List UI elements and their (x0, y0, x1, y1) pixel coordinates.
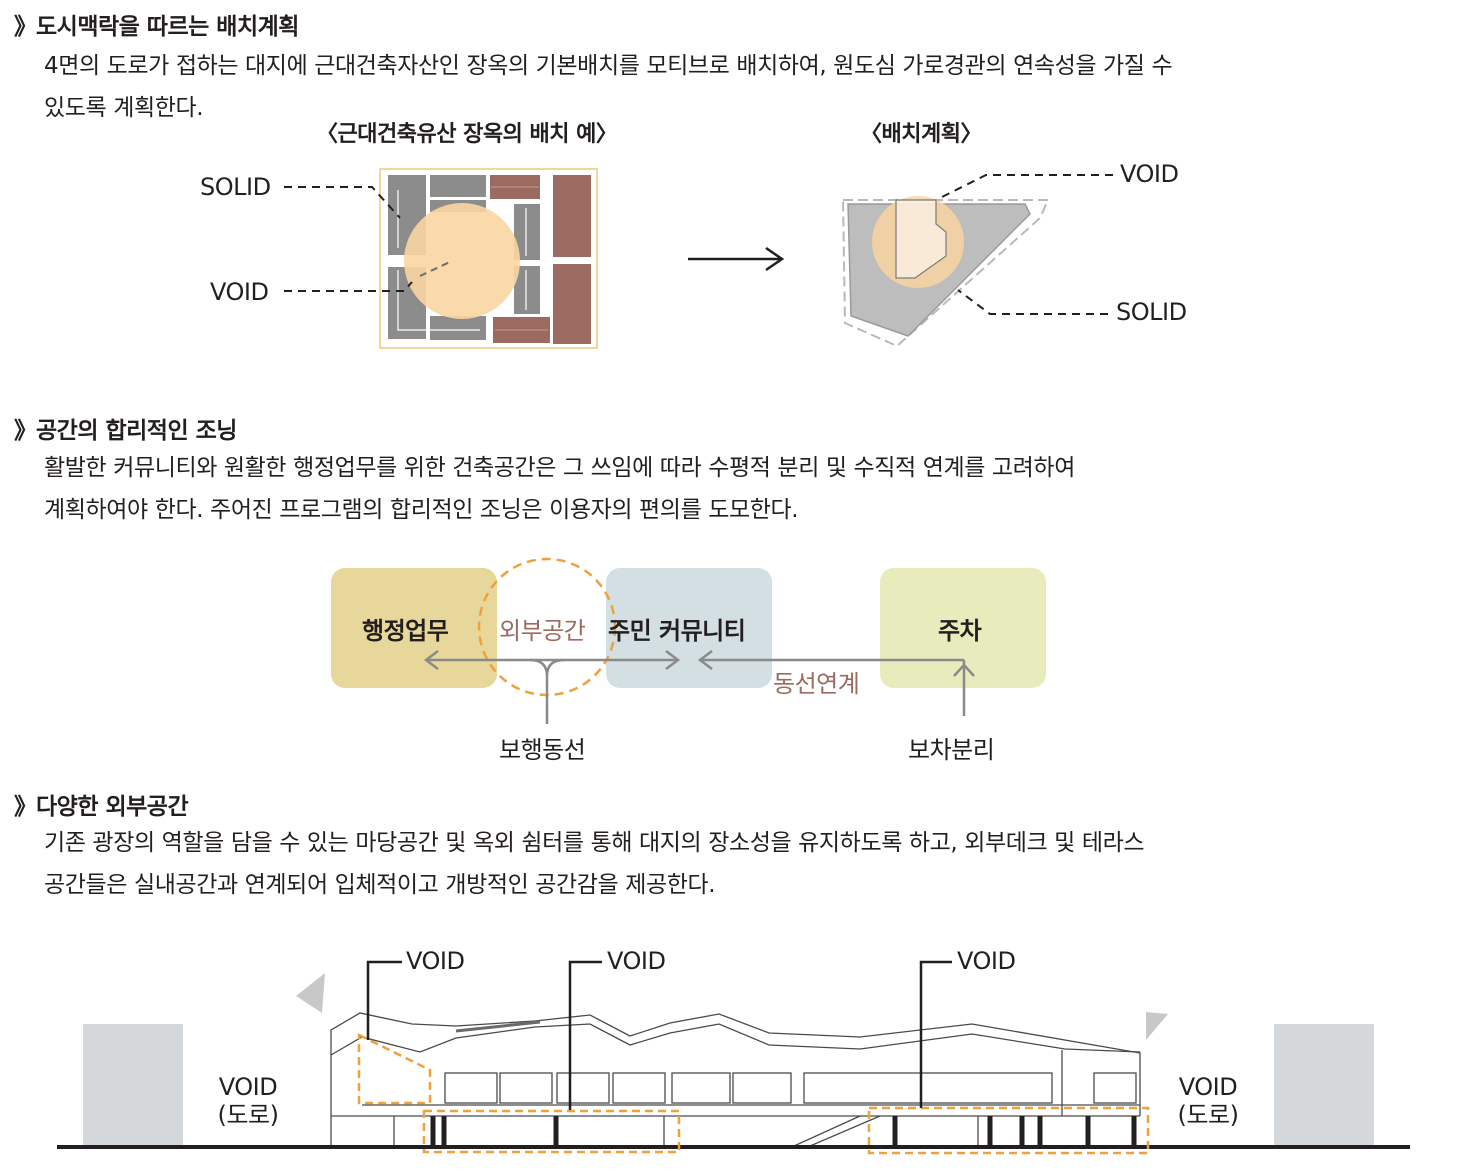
label-solid-right: SOLID (1116, 298, 1187, 326)
section2-title: 》공간의 합리적인 조닝 (14, 411, 237, 445)
section3-title-text: 다양한 외부공간 (36, 794, 189, 820)
road-void-left-line1: VOID (218, 1073, 278, 1101)
section-marker-icon: 》 (14, 14, 37, 40)
solid-leader-line (284, 186, 401, 219)
void-label-1: VOID (406, 947, 465, 975)
section1-body-line1: 4면의 도로가 접하는 대지에 근대건축자산인 장옥의 기본배치를 모티브로 배… (44, 53, 1173, 79)
label-void-right: VOID (1120, 160, 1179, 188)
road-void-right: VOID (도로) (1170, 1073, 1246, 1129)
jangok-brown-block (553, 175, 591, 257)
label-solid-left: SOLID (200, 173, 271, 201)
neighbor-building-left (83, 1024, 183, 1146)
site-boundary-dashed (841, 199, 1050, 348)
caption-site-plan: 〈배치계획〉 (860, 122, 982, 147)
jangok-brown-block (553, 264, 591, 344)
circulation-link-label: 동선연계 (773, 670, 860, 698)
site-solid-leader (957, 289, 1108, 315)
building-section (330, 1012, 1141, 1147)
section-marker-icon: 》 (14, 794, 37, 820)
zone-community (606, 568, 772, 688)
section3-body-line1: 기존 광장의 역할을 담을 수 있는 마당공간 및 옥외 쉼터를 통해 대지의 … (44, 830, 1145, 856)
void-label-2: VOID (607, 947, 666, 975)
section1-body-line2: 있도록 계획한다. (44, 95, 204, 121)
void-zone-pilotis-right (867, 1106, 1150, 1155)
site-void-leader (939, 174, 1113, 199)
void-zone-terrace (357, 1032, 432, 1105)
jangok-gray-block (430, 175, 486, 197)
section1-title: 》도시맥락을 따르는 배치계획 (14, 7, 299, 41)
light-triangle-right (1146, 1012, 1168, 1040)
caption-jangok-example: 〈근대건축유산 장옥의 배치 예〉 (316, 122, 618, 147)
section2-body-line1: 활발한 커뮤니티와 원활한 행정업무를 위한 건축공간은 그 쓰임에 따라 수평… (44, 455, 1075, 481)
neighbor-building-right (1274, 1024, 1374, 1146)
arrow-right-icon (688, 246, 785, 272)
section3-title: 》다양한 외부공간 (14, 787, 189, 821)
zone-outdoor-label: 외부공간 (499, 617, 586, 645)
section1-title-text: 도시맥락을 따르는 배치계획 (36, 14, 299, 40)
pilotis-columns (430, 1116, 1137, 1146)
section-marker-icon: 》 (14, 418, 37, 444)
section2-body-line2: 계획하여야 한다. 주어진 프로그램의 합리적인 조닝은 이용자의 편의를 도모… (44, 497, 799, 523)
zone-admin-label: 행정업무 (362, 617, 449, 645)
void-zone-pilotis-left (422, 1109, 681, 1154)
zone-parking-label: 주차 (938, 617, 982, 645)
zone-admin (331, 568, 497, 688)
courtyard-void (895, 199, 947, 279)
road-void-right-line1: VOID (1178, 1073, 1238, 1101)
vehicle-separation-label: 보차분리 (908, 736, 995, 764)
road-void-left: VOID (도로) (210, 1073, 286, 1129)
label-void-left: VOID (210, 278, 269, 306)
light-triangle-left (296, 973, 325, 1013)
section3-body-line2: 공간들은 실내공간과 연계되어 입체적이고 개방적인 공간감을 제공한다. (44, 872, 716, 898)
jangok-void-circle (404, 203, 520, 319)
road-void-left-line2: (도로) (217, 1101, 279, 1129)
road-void-right-line2: (도로) (1177, 1101, 1239, 1129)
void-leader-line (284, 281, 413, 292)
void-label-3: VOID (957, 947, 1016, 975)
pedestrian-circulation-label: 보행동선 (499, 736, 586, 764)
zone-community-label: 주민 커뮤니티 (608, 617, 746, 645)
jangok-gray-block (430, 316, 486, 340)
section2-title-text: 공간의 합리적인 조닝 (36, 418, 237, 444)
